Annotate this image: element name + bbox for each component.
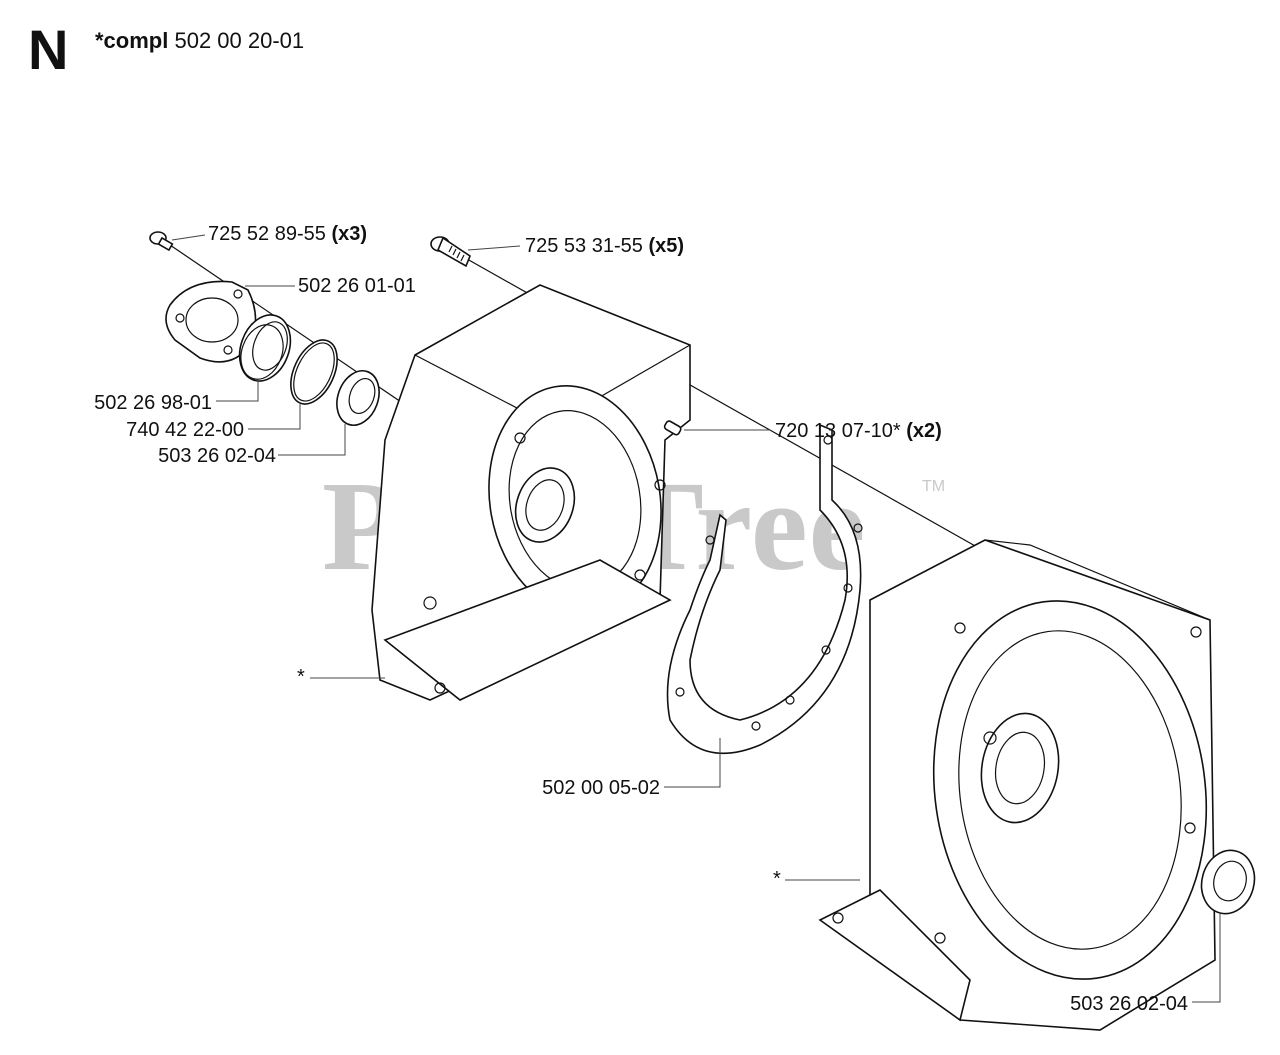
gasket-part[interactable] [666, 423, 863, 755]
label-bearing-housing[interactable]: 502 26 98-01 [70, 393, 212, 413]
part-number: 502 00 05-02 [542, 777, 660, 799]
bearing-housing-part[interactable] [231, 308, 299, 388]
part-number: * [297, 666, 305, 688]
leader-seal-left [278, 424, 346, 456]
label-seal-left[interactable]: 503 26 02-04 [134, 446, 276, 466]
label-screw-long[interactable]: 725 53 31-55 (x5) [525, 236, 684, 256]
leader-seal-right [1192, 912, 1221, 1003]
label-cover-plate[interactable]: 502 26 01-01 [298, 276, 416, 296]
quantity: (x5) [648, 235, 685, 257]
o-ring-part[interactable] [282, 333, 347, 412]
cover-plate-part[interactable] [165, 280, 257, 363]
crankcase-left-part[interactable] [371, 284, 691, 701]
quantity: (x3) [331, 223, 368, 245]
label-crankcase-left[interactable]: * [297, 667, 305, 687]
part-number: 725 52 89-55 [208, 223, 326, 245]
seal-left-part[interactable] [330, 365, 387, 431]
leader-screw-long [467, 245, 521, 251]
leader-screw-small [171, 234, 206, 241]
part-number: 502 26 01-01 [298, 275, 416, 297]
part-number: 503 26 02-04 [1070, 993, 1188, 1015]
leader-o-ring [248, 404, 301, 430]
part-number: 725 53 31-55 [525, 235, 643, 257]
screw-small-part[interactable] [149, 231, 174, 252]
compl-label: *compl [95, 28, 169, 53]
label-screw-small[interactable]: 725 52 89-55 (x3) [208, 224, 367, 244]
crankcase-right-part[interactable] [818, 539, 1230, 1031]
part-number: 740 42 22-00 [126, 419, 244, 441]
compl-part-number: 502 00 20-01 [174, 28, 305, 53]
assembly-header: *compl 502 00 20-01 [95, 30, 304, 52]
part-number: 720 13 07-10* [775, 420, 901, 442]
leader-gasket [664, 738, 721, 788]
label-o-ring[interactable]: 740 42 22-00 [100, 420, 244, 440]
label-dowel-pin[interactable]: 720 13 07-10* (x2) [775, 421, 942, 441]
screw-long-part[interactable] [430, 236, 471, 268]
part-number: * [773, 868, 781, 890]
label-gasket[interactable]: 502 00 05-02 [518, 778, 660, 798]
part-number: 503 26 02-04 [158, 445, 276, 467]
label-crankcase-right[interactable]: * [773, 869, 781, 889]
quantity: (x2) [906, 420, 942, 442]
dowel-pin-part[interactable] [663, 420, 682, 436]
watermark-tm: TM [922, 478, 946, 495]
label-seal-right[interactable]: 503 26 02-04 [1046, 994, 1188, 1014]
part-number: 502 26 98-01 [94, 392, 212, 414]
section-letter: N [28, 18, 69, 81]
leader-bearing-housing [216, 380, 259, 402]
